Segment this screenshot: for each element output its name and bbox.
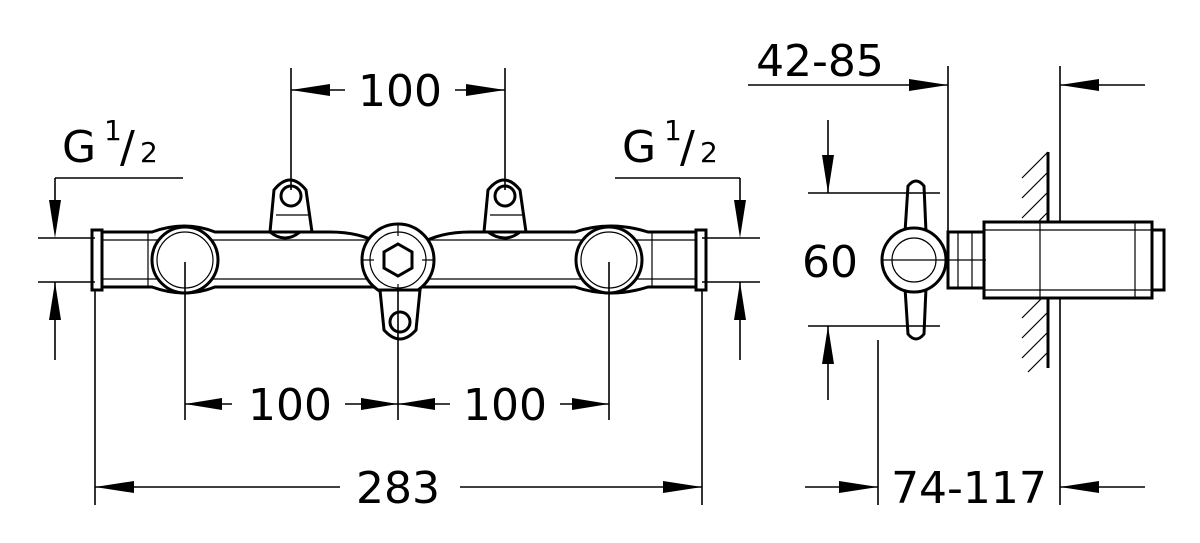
left-end-cap (90, 228, 104, 292)
side-view (880, 151, 1166, 373)
left-thread-label: G 1 / 2 (62, 114, 158, 173)
side-top-lug (903, 179, 928, 234)
front-view (90, 178, 708, 341)
side-housing (982, 220, 1154, 300)
svg-text:2: 2 (700, 136, 718, 169)
dim-74-117: 74-117 (891, 463, 1047, 514)
right-end-cap (694, 228, 708, 292)
dim-60: 60 (802, 237, 858, 288)
side-bottom-lug (903, 286, 928, 341)
svg-text:/: / (680, 122, 695, 173)
side-end-cap (1150, 228, 1166, 292)
valve-hex (382, 242, 414, 278)
svg-text:/: / (120, 122, 135, 173)
dim-bottom-right-100: 100 (463, 380, 547, 431)
svg-text:1: 1 (664, 114, 682, 147)
dim-42-85: 42-85 (756, 36, 884, 87)
dim-top-100: 100 (358, 66, 442, 117)
svg-text:1: 1 (104, 114, 122, 147)
svg-text:2: 2 (140, 136, 158, 169)
front-dimensions: 100 100 100 283 G 1 / (38, 66, 760, 514)
dim-overall-283: 283 (356, 463, 440, 514)
svg-text:G: G (622, 122, 656, 173)
side-dimensions: 42-85 60 74-117 (748, 36, 1145, 514)
dim-bottom-left-100: 100 (248, 380, 332, 431)
svg-text:G: G (62, 122, 96, 173)
right-thread-label: G 1 / 2 (622, 114, 718, 173)
